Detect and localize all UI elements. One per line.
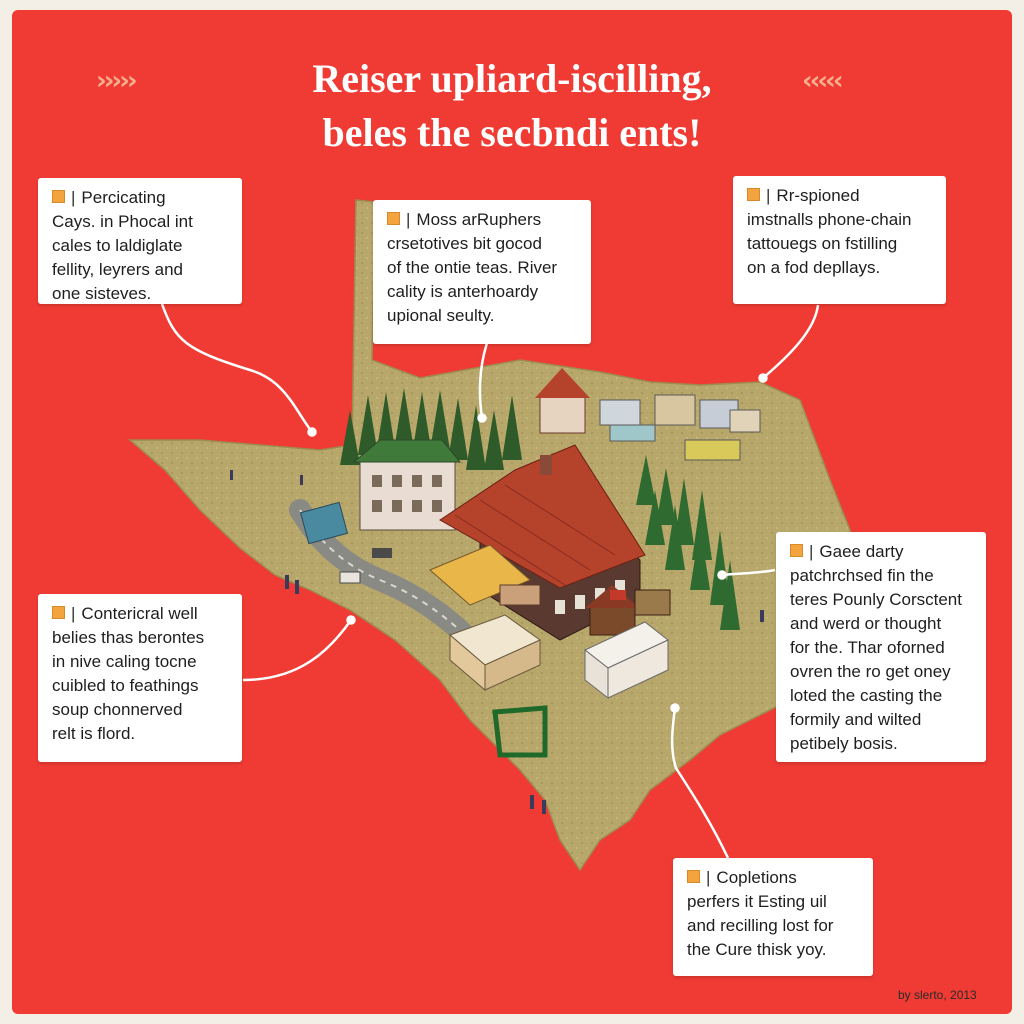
note-badge-icon: [790, 544, 803, 557]
trailer-icon: [584, 621, 669, 700]
note-heading: Moss arRuphers: [416, 210, 542, 229]
leader-line-6: [670, 707, 730, 859]
title-line-2: beles the secbndi ents!: [322, 110, 702, 155]
market-stall: [429, 544, 541, 606]
tent-icon: [449, 614, 541, 692]
tree-icon: [674, 478, 694, 545]
note-badge-icon: [747, 188, 760, 201]
tree-icon: [656, 468, 676, 525]
tree-icon: [720, 560, 740, 630]
leader-line-4: [242, 619, 353, 682]
tree-icon: [502, 395, 522, 460]
tree-icon: [340, 410, 360, 465]
people-figures: [230, 470, 764, 814]
note-heading: Gaee darty: [819, 542, 904, 561]
building-icon: [599, 399, 641, 426]
building-icon: [654, 394, 696, 426]
note-heading: Rr-spioned: [776, 186, 860, 205]
tree-icon: [665, 505, 685, 570]
callout-note-1: |Percicating Cays. in Phocal int cales t…: [38, 178, 242, 304]
leader-line-5: [721, 568, 776, 577]
note-body: patchrchsed fin the teres Pounly Corscte…: [790, 566, 962, 753]
tree-icon: [466, 405, 486, 470]
note-badge-icon: [52, 606, 65, 619]
callout-note-5: |Gaee darty patchrchsed fin the teres Po…: [776, 532, 986, 762]
note-body: crsetotives bit gocod of the ontie teas.…: [387, 234, 558, 325]
truck-icon: [299, 501, 349, 545]
note-badge-icon: [687, 870, 700, 883]
note-body: imstnalls phone-chain tattouegs on fstil…: [747, 210, 912, 277]
note-body: Cays. in Phocal int cales to laldiglate …: [52, 212, 193, 303]
tree-icon: [690, 525, 710, 590]
note-badge-icon: [387, 212, 400, 225]
callout-note-2: |Moss arRuphers crsetotives bit gocod of…: [373, 200, 591, 344]
note-body: belies thas berontes in nive caling tocn…: [52, 628, 205, 743]
right-chevron-ornament: ‹‹‹‹‹: [802, 66, 844, 96]
tree-line: [340, 388, 522, 470]
tree-cluster-right: [636, 455, 740, 630]
leader-line-2: [478, 342, 489, 419]
callout-note-3: |Rr-spioned imstnalls phone-chain tattou…: [733, 176, 946, 304]
callout-note-6: |Copletions perfers it Esting uil and re…: [673, 858, 873, 976]
tree-icon: [448, 398, 468, 460]
page-title: Reiser upliard-iscilling, beles the secb…: [0, 52, 1024, 160]
tree-icon: [358, 395, 378, 455]
car-icon: [339, 571, 361, 584]
tree-icon: [692, 490, 712, 560]
tree-icon: [710, 530, 730, 605]
callout-note-4: |Contericral well belies thas berontes i…: [38, 594, 242, 762]
building-icon: [729, 409, 761, 433]
leader-line-1: [160, 303, 313, 433]
tree-icon: [645, 490, 665, 545]
tree-icon: [412, 392, 432, 455]
note-heading: Copletions: [716, 868, 797, 887]
left-chevron-ornament: ›››››: [96, 66, 138, 96]
car-icon: [372, 548, 392, 558]
tree-icon: [636, 455, 656, 505]
tree-icon: [394, 388, 414, 450]
note-heading: Contericral well: [81, 604, 198, 623]
note-body: perfers it Esting uil and recilling lost…: [687, 892, 834, 959]
artist-credit: by slerto, 2013: [898, 988, 977, 1002]
tree-icon: [430, 390, 450, 450]
car-icon: [610, 590, 626, 600]
building-roof: [535, 368, 590, 398]
leader-line-3: [762, 304, 820, 379]
note-heading: Percicating: [81, 188, 166, 207]
tree-icon: [484, 410, 504, 470]
office-building: [352, 439, 462, 531]
bus-icon: [684, 439, 741, 461]
garden-plot: [492, 705, 548, 758]
road-marking: [299, 509, 471, 641]
bus-icon: [609, 424, 656, 442]
building-icon: [539, 394, 586, 434]
note-badge-icon: [52, 190, 65, 203]
tree-icon: [376, 392, 396, 455]
distant-town: [535, 368, 761, 461]
callout-leader-lines: [160, 303, 820, 859]
title-line-1: Reiser upliard-iscilling,: [312, 56, 712, 101]
